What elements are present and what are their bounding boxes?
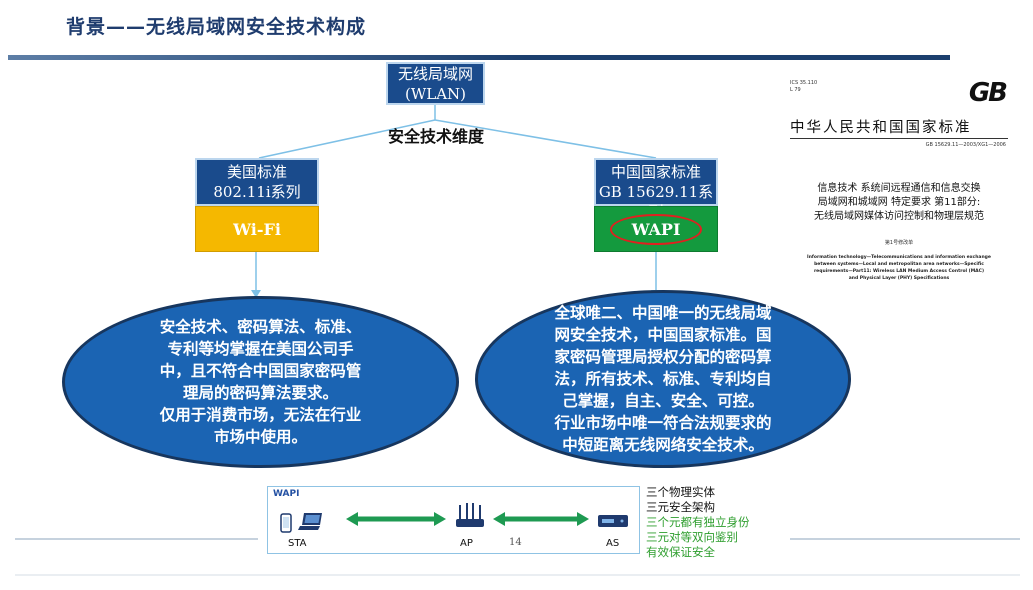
us-standard-line2: 802.11i系列 [213, 183, 301, 201]
wapi-tag: WAPI [594, 206, 718, 252]
wlan-line2: (WLAN) [404, 85, 467, 103]
wapi-panel-label: WAPI [273, 489, 300, 499]
ap-as-arrow [493, 512, 589, 526]
sta-label: STA [288, 538, 307, 549]
us-standard-box: 美国标准 802.11i系列 [195, 158, 319, 206]
note-line2: 三元安全架构 [646, 500, 715, 514]
page-title: 背景——无线局域网安全技术构成 [66, 16, 367, 38]
doc-amendment: 第1号修改单 [884, 240, 914, 246]
note-line3: 三个元都有独立身份 [646, 515, 750, 529]
note-line1: 三个物理实体 [646, 485, 715, 499]
laptop-icon [298, 512, 324, 536]
us-standard-line1: 美国标准 [226, 163, 287, 181]
server-icon [598, 513, 628, 532]
us-description-ellipse: 安全技术、密码算法、标准、 专利等均掌握在美国公司手 中，且不符合中国国家密码管… [62, 296, 459, 468]
cn-description-ellipse: 全球唯二、中国唯一的无线局域 网安全技术，中国国家标准。国 家密码管理局授权分配… [475, 290, 851, 468]
us-description-text: 安全技术、密码算法、标准、 专利等均掌握在美国公司手 中，且不符合中国国家密码管… [159, 317, 362, 446]
wifi-tag: Wi-Fi [195, 206, 319, 252]
phone-icon [280, 513, 292, 537]
doc-std-number: GB 15629.11—2003/XG1—2006 [925, 142, 1006, 148]
router-icon [456, 503, 484, 537]
wapi-tag-label: WAPI [631, 219, 681, 239]
wlan-box: 无线局域网 (WLAN) [386, 62, 485, 105]
doc-rule [790, 138, 1008, 139]
page-number: 14 [509, 537, 522, 548]
as-label: AS [606, 538, 620, 549]
wlan-line1: 无线局域网 [397, 65, 473, 83]
gb-logo: GB [968, 78, 1008, 108]
wapi-highlight-circle: WAPI [609, 213, 703, 245]
note-line4: 三元对等双向鉴别 [646, 530, 738, 544]
wapi-architecture-panel: WAPI STA AP 14 AS [267, 486, 640, 554]
title-underline [8, 55, 950, 60]
wifi-tag-label: Wi-Fi [233, 219, 281, 239]
doc-heading: 信息技术 系统间远程通信和信息交换 局域网和城域网 特定要求 第11部分: 无线… [814, 183, 984, 222]
doc-national-standard: 中华人民共和国国家标准 [790, 120, 972, 136]
gb-standard-document: ICS 35.110 L 79 GB 中华人民共和国国家标准 GB 15629.… [784, 74, 1014, 294]
cn-standard-line1: 中国国家标准 [610, 163, 701, 181]
cn-standard-box: 中国国家标准 GB 15629.11系列 [594, 158, 718, 221]
cn-description-text: 全球唯二、中国唯一的无线局域 网安全技术，中国国家标准。国 家密码管理局授权分配… [554, 303, 772, 454]
doc-english-title: Information technology—Telecommunication… [807, 255, 991, 281]
dimension-label: 安全技术维度 [388, 127, 485, 146]
ap-label: AP [460, 538, 473, 549]
sta-ap-arrow [346, 512, 446, 526]
note-line5: 有效保证安全 [646, 545, 715, 559]
architecture-notes: 三个物理实体 三元安全架构 三个元都有独立身份 三元对等双向鉴别 有效保证安全 [646, 485, 750, 560]
doc-ics-code: ICS 35.110 L 79 [790, 80, 818, 93]
